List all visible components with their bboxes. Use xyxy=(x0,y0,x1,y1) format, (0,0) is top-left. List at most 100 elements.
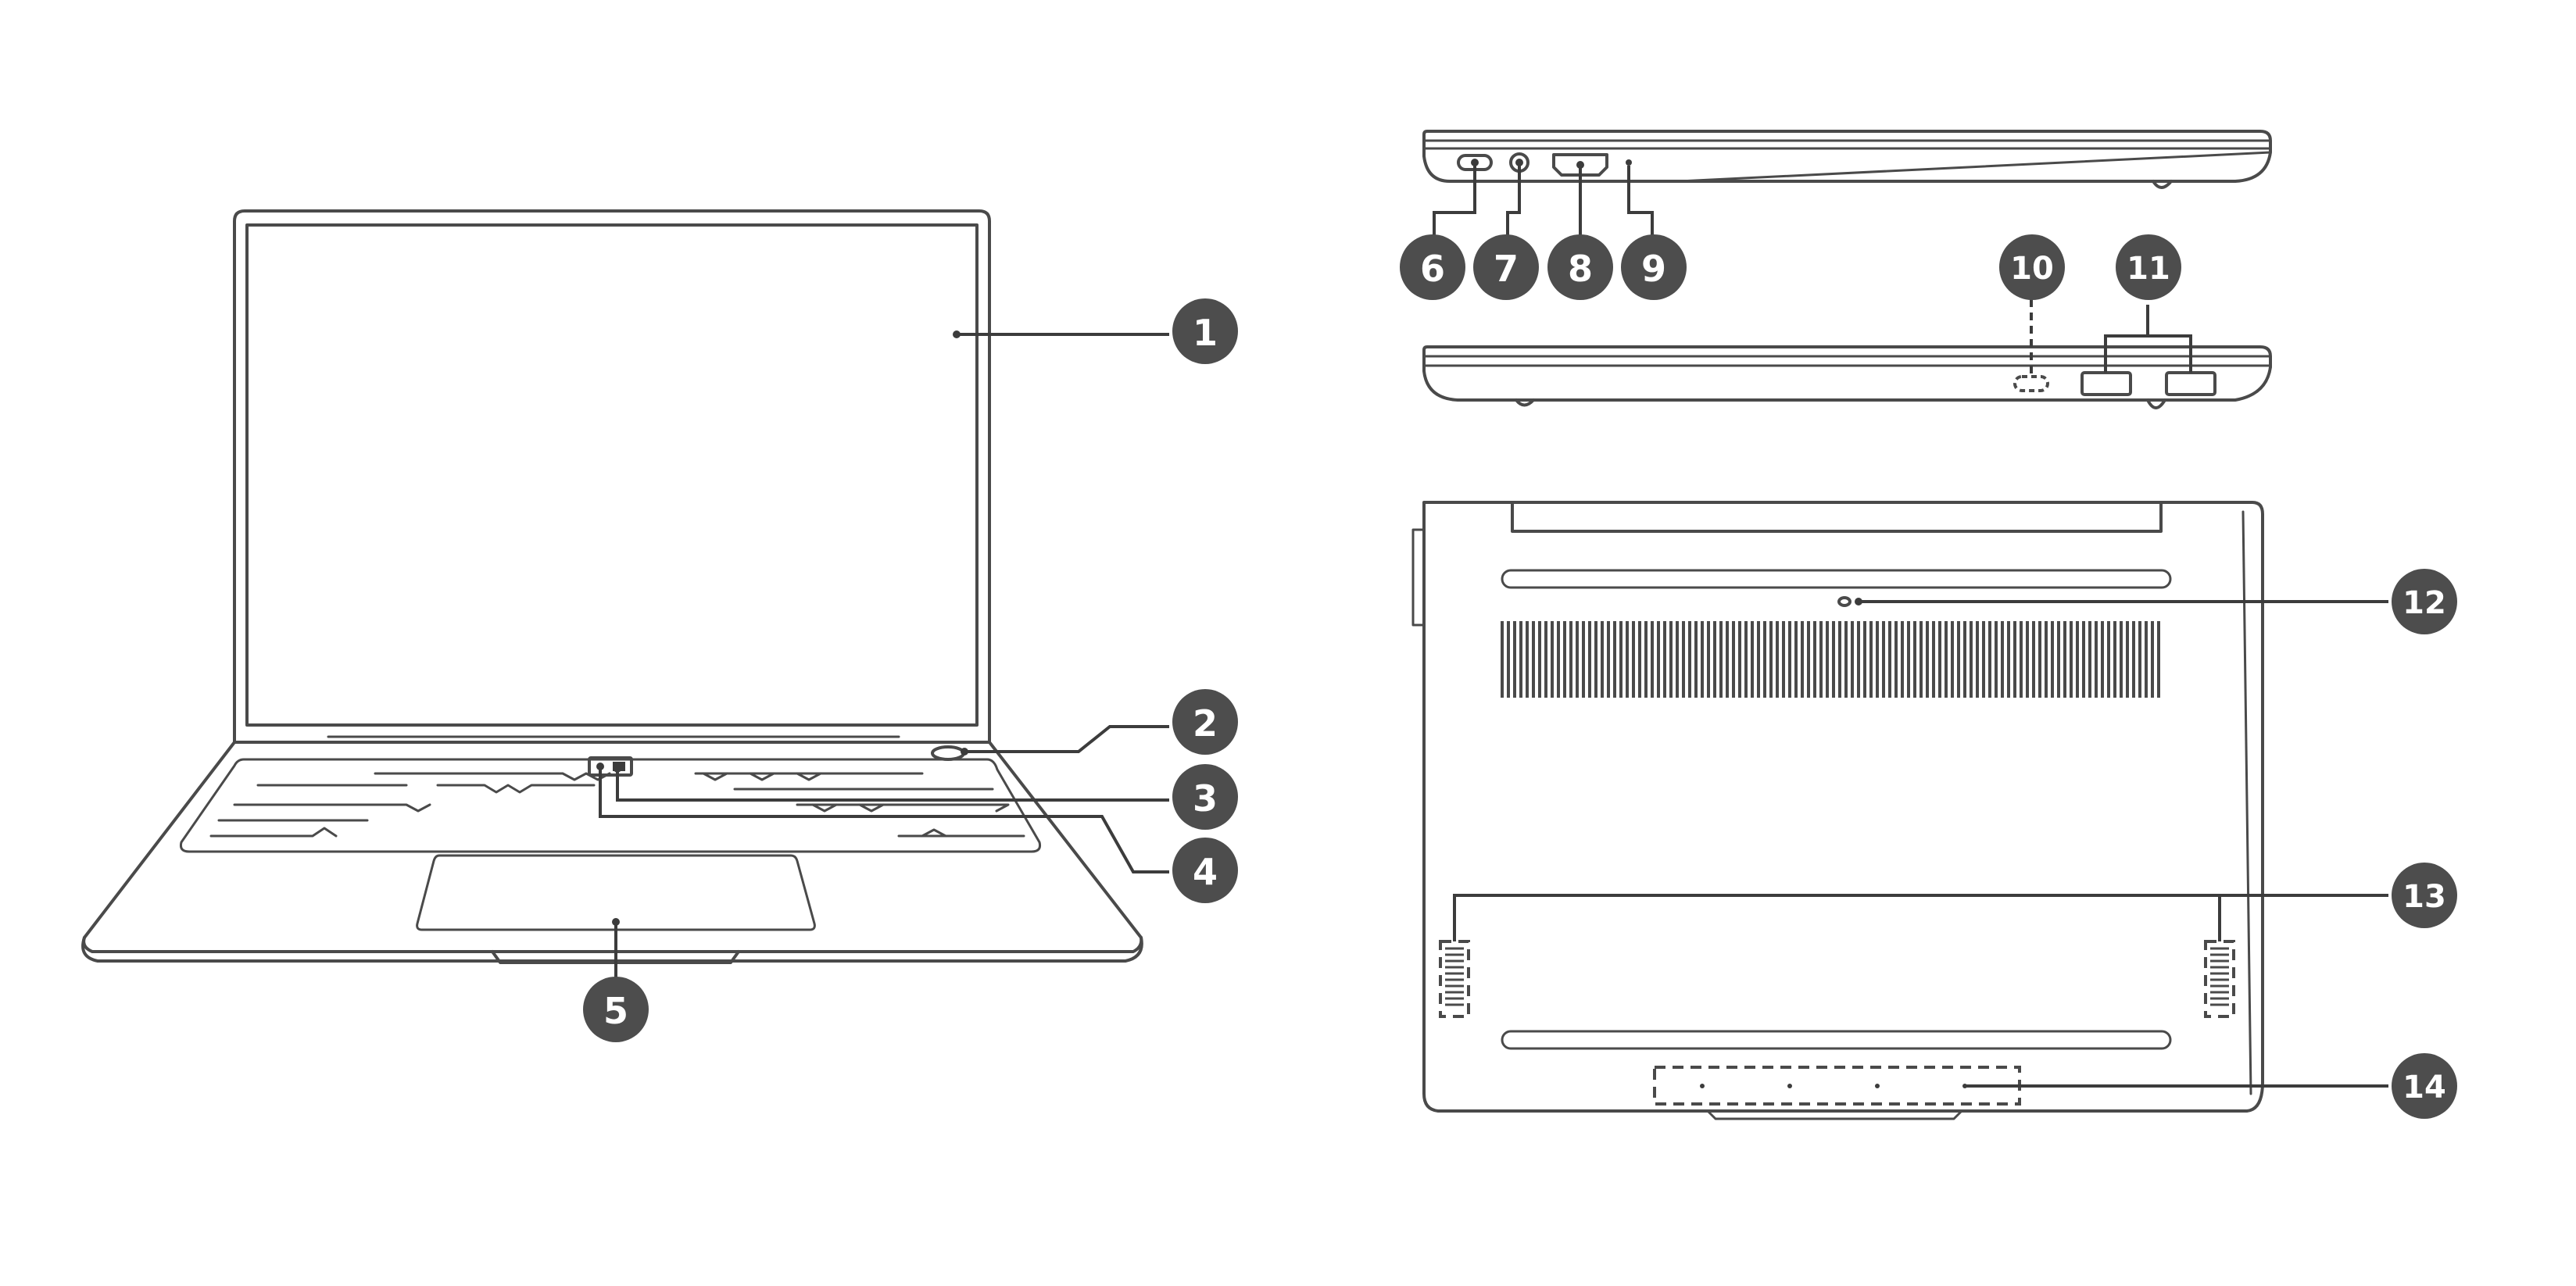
vent-slot xyxy=(2107,621,2110,698)
vent-slot xyxy=(1569,621,1572,698)
vent-slot xyxy=(1638,621,1641,698)
vent-slot xyxy=(1888,621,1891,698)
callout-11: 11 xyxy=(2116,234,2181,300)
vent-slot xyxy=(1926,621,1929,698)
vent-slot xyxy=(2063,621,2066,698)
vent-slot xyxy=(1919,621,1923,698)
callout-badges: 1 2 3 4 5 6 7 8 xyxy=(583,234,2457,1119)
vent-slot xyxy=(2151,621,2154,698)
callout-9: 9 xyxy=(1621,234,1687,300)
vent-slot xyxy=(1876,621,1879,698)
vent-slot xyxy=(1713,621,1716,698)
vent-slot xyxy=(2088,621,2091,698)
vent-slot xyxy=(1501,621,1504,698)
vent-slot xyxy=(1688,621,1691,698)
usb-c-port-right xyxy=(2013,375,2049,392)
vent-slot xyxy=(1651,621,1654,698)
vent-slot xyxy=(2013,621,2016,698)
svg-text:9: 9 xyxy=(1641,248,1666,290)
vent-slot xyxy=(1894,621,1898,698)
vent-slot xyxy=(1538,621,1541,698)
vent-slot xyxy=(2020,621,2023,698)
vent-slot xyxy=(1732,621,1735,698)
vent-slot xyxy=(1932,621,1935,698)
svg-text:12: 12 xyxy=(2402,585,2446,621)
vent-slot xyxy=(2145,621,2148,698)
vent-slot xyxy=(1513,621,1516,698)
vent-slot xyxy=(1563,621,1566,698)
vent-slot xyxy=(2051,621,2054,698)
vent-slot xyxy=(1763,621,1766,698)
vent-slot xyxy=(1913,621,1916,698)
vent-slot xyxy=(1669,621,1673,698)
vent-slot xyxy=(1938,621,1941,698)
vent-slot xyxy=(1982,621,1985,698)
vent-slot xyxy=(1613,621,1616,698)
vent-slot xyxy=(1507,621,1510,698)
vent-slot xyxy=(2057,621,2060,698)
hdmi-port xyxy=(1552,153,1608,177)
vent-slot xyxy=(1532,621,1535,698)
vent-slot xyxy=(1519,621,1522,698)
vent-slot xyxy=(1813,621,1816,698)
callout-7: 7 xyxy=(1473,234,1539,300)
rubber-foot-top xyxy=(1501,569,2172,589)
svg-text:14: 14 xyxy=(2402,1070,2446,1106)
callout-4: 4 xyxy=(1172,838,1238,903)
svg-text:4: 4 xyxy=(1193,851,1218,893)
vent-slot xyxy=(1657,621,1660,698)
vent-slot xyxy=(1757,621,1760,698)
vent-slot xyxy=(1782,621,1785,698)
vent-slot xyxy=(1776,621,1779,698)
speaker-right xyxy=(2204,940,2235,1018)
vent-slot xyxy=(1701,621,1704,698)
vent-slot xyxy=(1769,621,1773,698)
callout-5: 5 xyxy=(583,977,649,1042)
svg-text:2: 2 xyxy=(1193,702,1218,745)
front-view-laptop xyxy=(81,209,1143,964)
vent-slot xyxy=(2026,621,2029,698)
vent-slot xyxy=(2138,621,2141,698)
vent-slot xyxy=(1807,621,1810,698)
vent-slot xyxy=(1851,621,1854,698)
vent-slot xyxy=(1663,621,1666,698)
vent-slot xyxy=(1945,621,1948,698)
callout-3: 3 xyxy=(1172,764,1238,830)
vent-slot xyxy=(2132,621,2135,698)
vent-slot xyxy=(1976,621,1979,698)
vent-slot xyxy=(1819,621,1823,698)
svg-text:8: 8 xyxy=(1568,248,1593,290)
vent-slot xyxy=(2126,621,2129,698)
vent-slot xyxy=(1607,621,1610,698)
callout-1: 1 xyxy=(1172,298,1238,364)
vent-slot xyxy=(1557,621,1560,698)
svg-text:5: 5 xyxy=(603,990,628,1032)
vent-slot xyxy=(1526,621,1529,698)
vent-slot xyxy=(1601,621,1604,698)
vent-slot xyxy=(1863,621,1866,698)
vent-slot xyxy=(2113,621,2116,698)
vent-slot xyxy=(1751,621,1754,698)
vent-slot xyxy=(1707,621,1710,698)
vent-slot xyxy=(1970,621,1973,698)
svg-text:10: 10 xyxy=(2010,251,2054,287)
svg-text:7: 7 xyxy=(1494,248,1519,290)
callout-10: 10 xyxy=(1999,234,2065,300)
speaker-left xyxy=(1439,940,1470,1018)
svg-text:11: 11 xyxy=(2127,251,2170,287)
vent-slot xyxy=(2032,621,2035,698)
vent-slot xyxy=(1951,621,1954,698)
touchpad xyxy=(416,854,816,931)
vent-slot xyxy=(1594,621,1597,698)
vent-slot xyxy=(1826,621,1829,698)
vent-slot xyxy=(1682,621,1685,698)
vent-slot xyxy=(1738,621,1741,698)
vent-slot xyxy=(1694,621,1698,698)
rubber-foot-bottom xyxy=(1501,1030,2172,1050)
vent-slot xyxy=(2001,621,2004,698)
vent-slot xyxy=(1544,621,1547,698)
vent-slot xyxy=(1869,621,1873,698)
vent-slot xyxy=(1582,621,1585,698)
vent-slot xyxy=(1576,621,1579,698)
